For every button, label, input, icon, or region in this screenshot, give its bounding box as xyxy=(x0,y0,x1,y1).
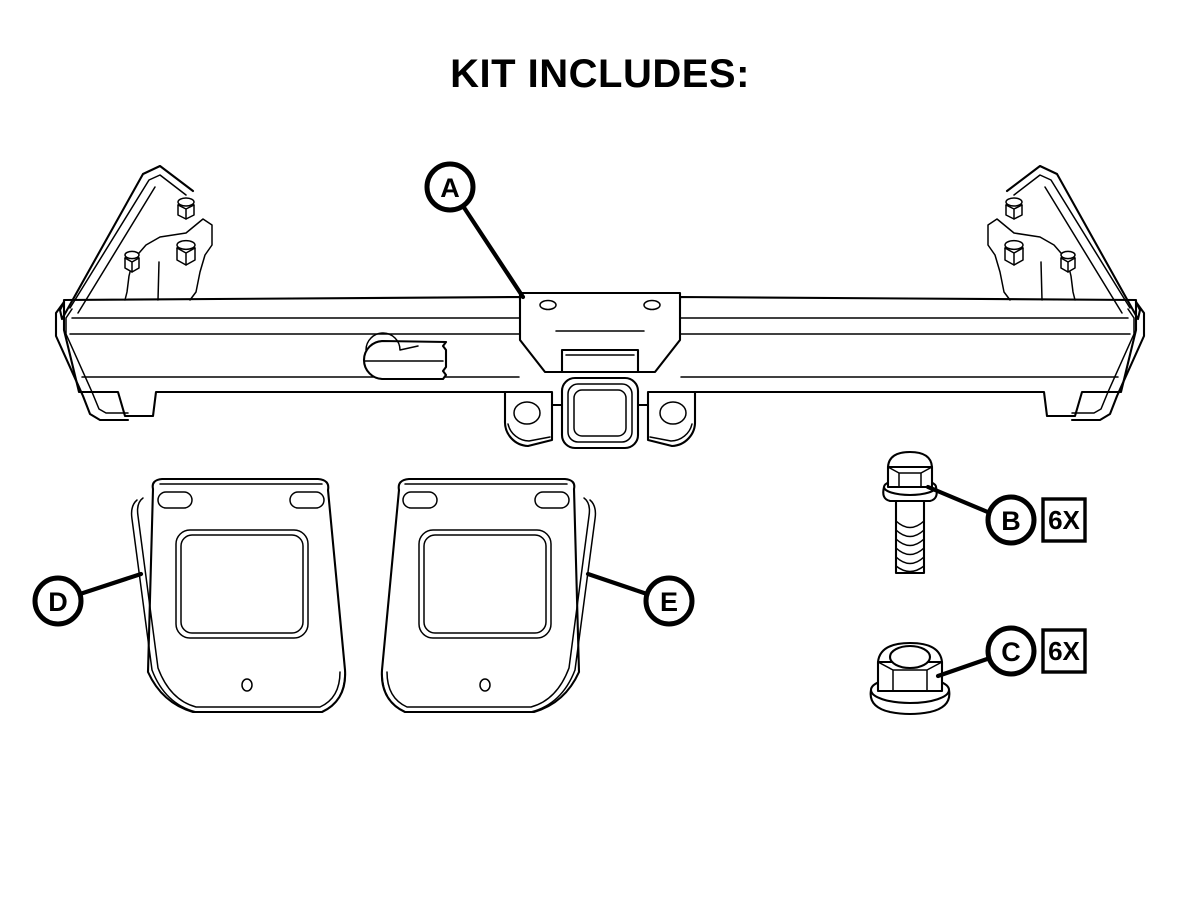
callout-d-bubble[interactable] xyxy=(32,575,84,627)
bracket-e-slot-right xyxy=(534,491,570,509)
safety-chain-hole-right xyxy=(659,401,687,425)
bracket-d-slot-left xyxy=(157,491,193,509)
left-gusset-hex-nut xyxy=(176,239,196,266)
receiver-plate-hole-right xyxy=(643,299,661,311)
right-gusset-hex-nut xyxy=(1004,239,1024,266)
bracket-d-flange-rib-1 xyxy=(136,497,341,708)
receiver-tube-opening xyxy=(573,389,627,437)
callout-b-bubble[interactable] xyxy=(985,494,1037,546)
callout-c-label: C xyxy=(1001,637,1021,667)
safety-chain-loop-left-edge xyxy=(507,423,551,442)
receiver-tube-outer xyxy=(560,376,640,450)
callout-e-leader xyxy=(585,571,650,597)
right-mounting-arm-inner-b xyxy=(1044,186,1123,314)
nut-center-hole xyxy=(888,644,932,670)
callout-c-leader xyxy=(935,655,993,679)
left-mounting-arm-inner-a xyxy=(69,174,187,309)
callout-c-bubble[interactable] xyxy=(985,625,1037,677)
bracket-e-flange-rib-2 xyxy=(381,499,597,713)
callout-a-label: A xyxy=(440,173,460,203)
bracket-e-recess-outer xyxy=(418,529,552,639)
quantity-label-b: 6X xyxy=(1048,505,1080,535)
left-gusset-inner-rib xyxy=(157,261,160,301)
bracket-d-pilot-hole xyxy=(241,678,253,692)
bracket-e-recess-inner xyxy=(423,534,547,634)
bolt-head-dome xyxy=(886,450,934,469)
safety-chain-hole-left xyxy=(513,401,541,425)
callout-e-label: E xyxy=(660,587,678,617)
bracket-e-slot-left xyxy=(402,491,438,509)
callout-e-bubble[interactable] xyxy=(643,575,695,627)
safety-chain-loop-right-edge xyxy=(649,423,693,442)
right-gusset-inner-rib xyxy=(1040,261,1043,301)
left-arm-hex-nut-lower xyxy=(124,250,140,273)
bracket-e-flange-rib-1 xyxy=(386,497,591,708)
right-mounting-arm-outer xyxy=(1005,164,1142,321)
bracket-d-recess-inner xyxy=(180,534,304,634)
bolt-hex-head-facets xyxy=(887,466,933,488)
part-c-hex-flange-nut: C 6X xyxy=(869,625,1087,716)
bracket-e-pilot-hole xyxy=(479,678,491,692)
receiver-tube-collar xyxy=(560,348,640,374)
crossbar-left-foot-outer xyxy=(54,300,130,422)
left-mounting-arm-inner-b xyxy=(77,186,156,314)
callout-b-leader xyxy=(925,484,993,516)
receiver-mount-plate xyxy=(518,291,682,374)
bracket-d-body xyxy=(146,477,347,714)
right-mounting-arm-inner-a xyxy=(1013,174,1131,309)
bracket-d-recess-outer xyxy=(175,529,309,639)
crossbar-left-foot-inner xyxy=(65,308,129,414)
nut-hex-facets xyxy=(877,661,943,692)
bracket-d-flange-rib-2 xyxy=(130,499,346,713)
page-title: KIT INCLUDES: xyxy=(450,52,750,96)
quantity-box-b xyxy=(1041,497,1087,543)
callout-a-bubble[interactable] xyxy=(424,161,476,213)
receiver-tube-mid xyxy=(567,383,633,443)
part-b-hex-flange-bolt: B 6X xyxy=(882,450,1087,575)
callout-d-leader xyxy=(77,571,144,597)
right-arm-hex-nut-upper xyxy=(1005,197,1023,220)
part-e-bracket: E xyxy=(380,477,695,714)
quantity-box-c xyxy=(1041,628,1087,674)
right-arm-hex-nut-lower xyxy=(1060,250,1076,273)
callout-a-leader xyxy=(460,203,526,300)
receiver-plate-hole-left xyxy=(539,299,557,311)
crossbar-right-foot-inner xyxy=(1071,308,1135,414)
crossbar-right-foot-outer xyxy=(1070,300,1146,422)
part-d-bracket: D xyxy=(32,477,347,714)
callout-d-label: D xyxy=(48,587,68,617)
callout-b-label: B xyxy=(1001,506,1021,536)
left-arm-hex-nut-upper xyxy=(177,197,195,220)
part-a-hitch-receiver: A xyxy=(54,161,1146,450)
bracket-d-slot-right xyxy=(289,491,325,509)
quantity-label-c: 6X xyxy=(1048,636,1080,666)
wiring-access-keyhole xyxy=(363,332,448,381)
bracket-e-body xyxy=(380,477,581,714)
bolt-threads xyxy=(895,520,925,573)
left-mounting-arm-outer xyxy=(58,164,195,321)
